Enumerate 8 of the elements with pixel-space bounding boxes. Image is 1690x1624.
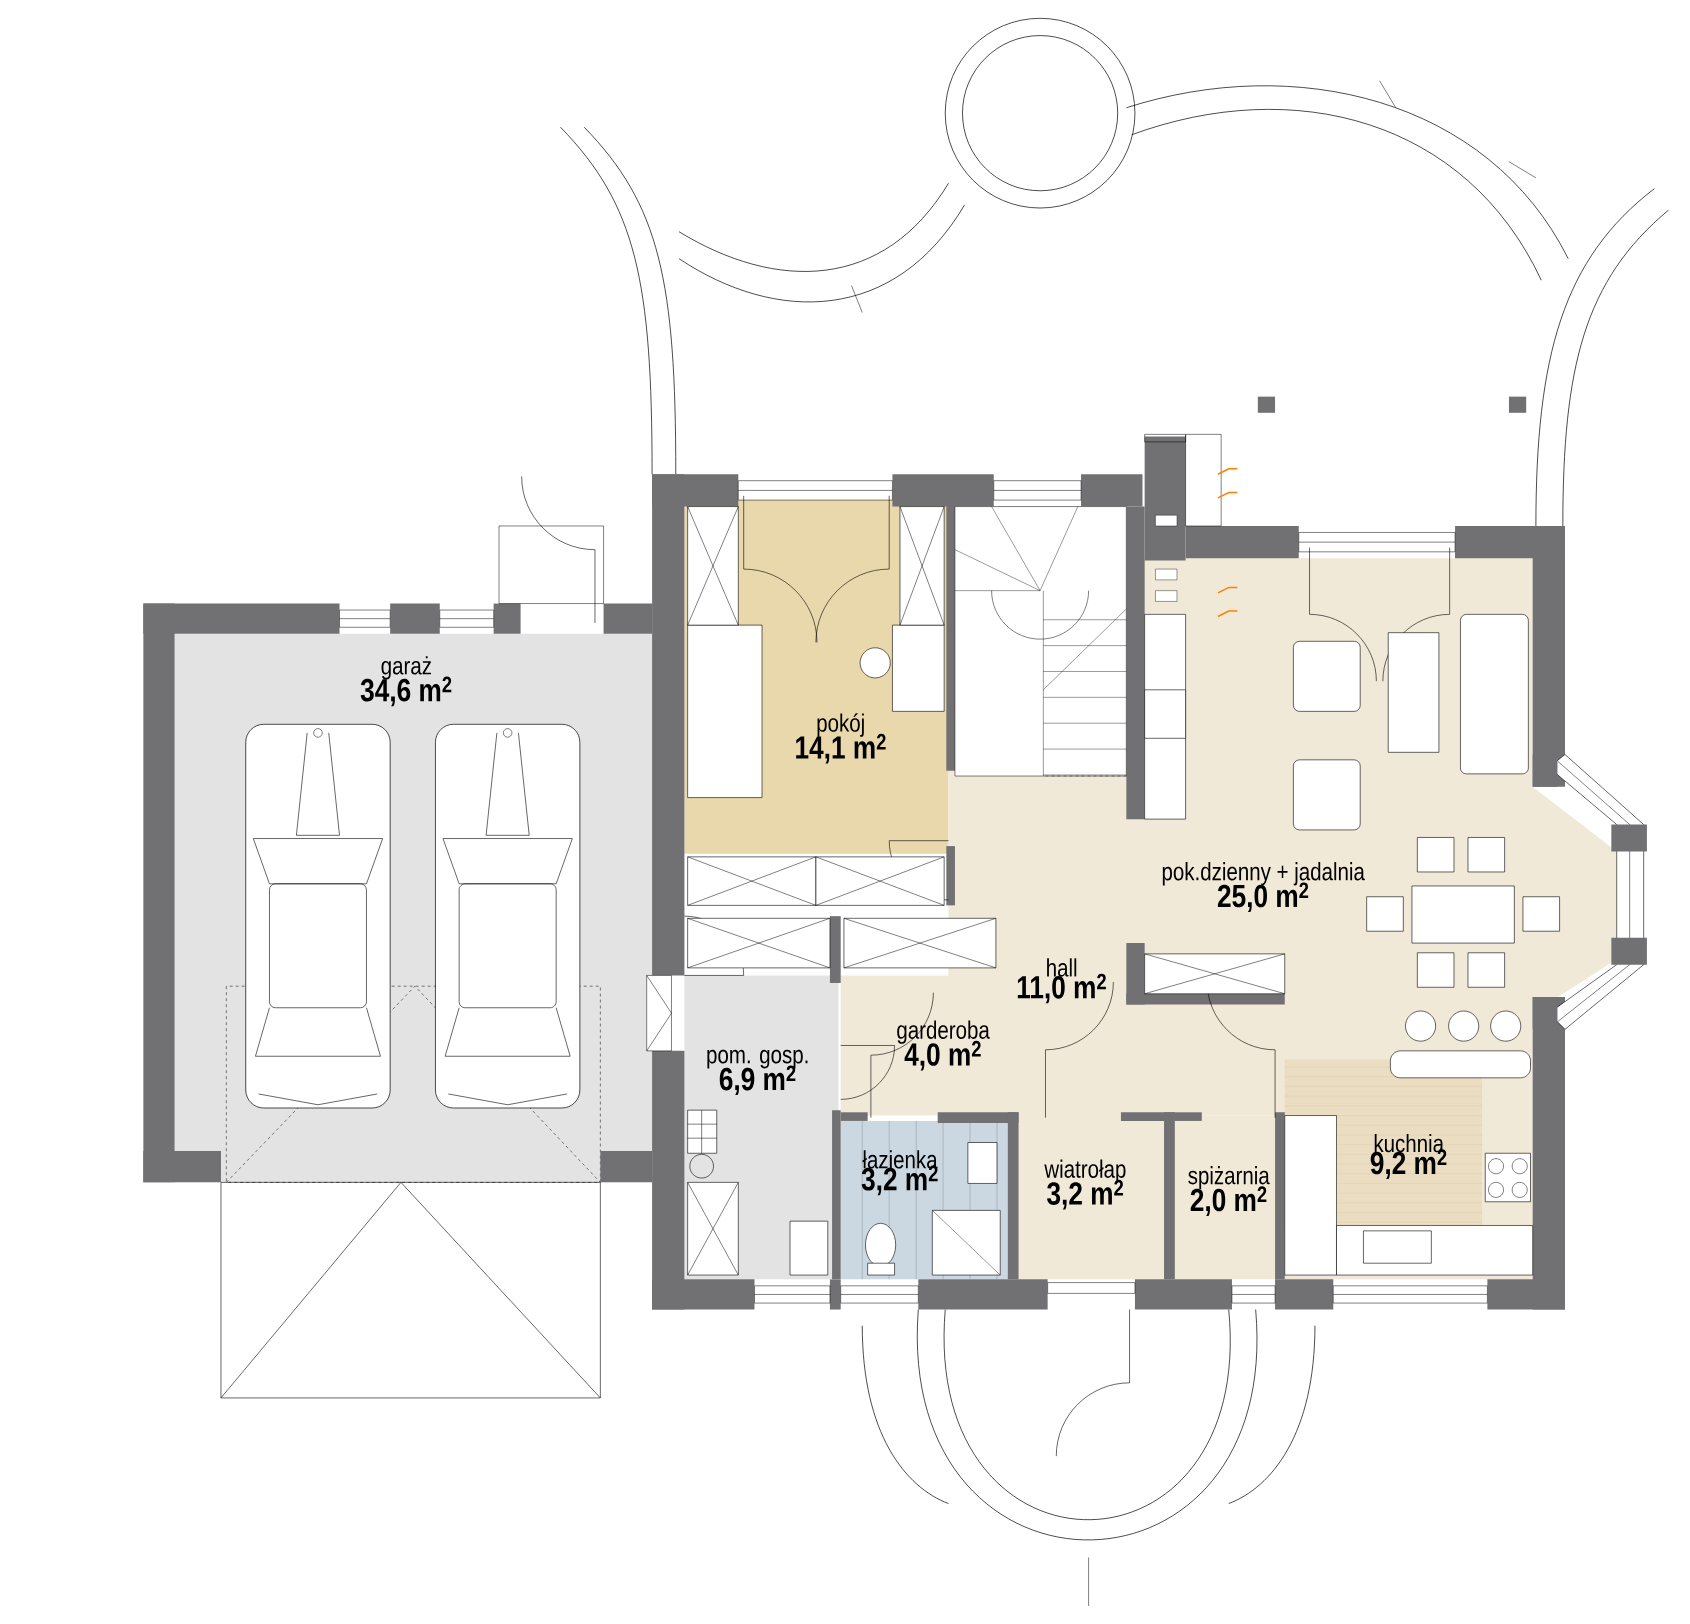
room-label: pom. gosp. 6,9 m$^{2}$ [707, 1049, 808, 1095]
room-label: garderoba 4,0 m$^{2}$ [897, 1020, 990, 1071]
room-label: pok.dzienny + jadalnia 25,0 m$^{2}$ [1162, 861, 1365, 912]
room-label: hall 11,0 m$^{2}$ [1017, 958, 1106, 1004]
room-label: garaż 34,6 m$^{2}$ [360, 656, 452, 706]
room-label: spiżarnia 2,0 m$^{2}$ [1188, 1165, 1270, 1216]
room-label: pokój 14,1 m$^{2}$ [796, 713, 886, 764]
room-label: wiatrołap 3,2 m$^{2}$ [1044, 1159, 1126, 1210]
